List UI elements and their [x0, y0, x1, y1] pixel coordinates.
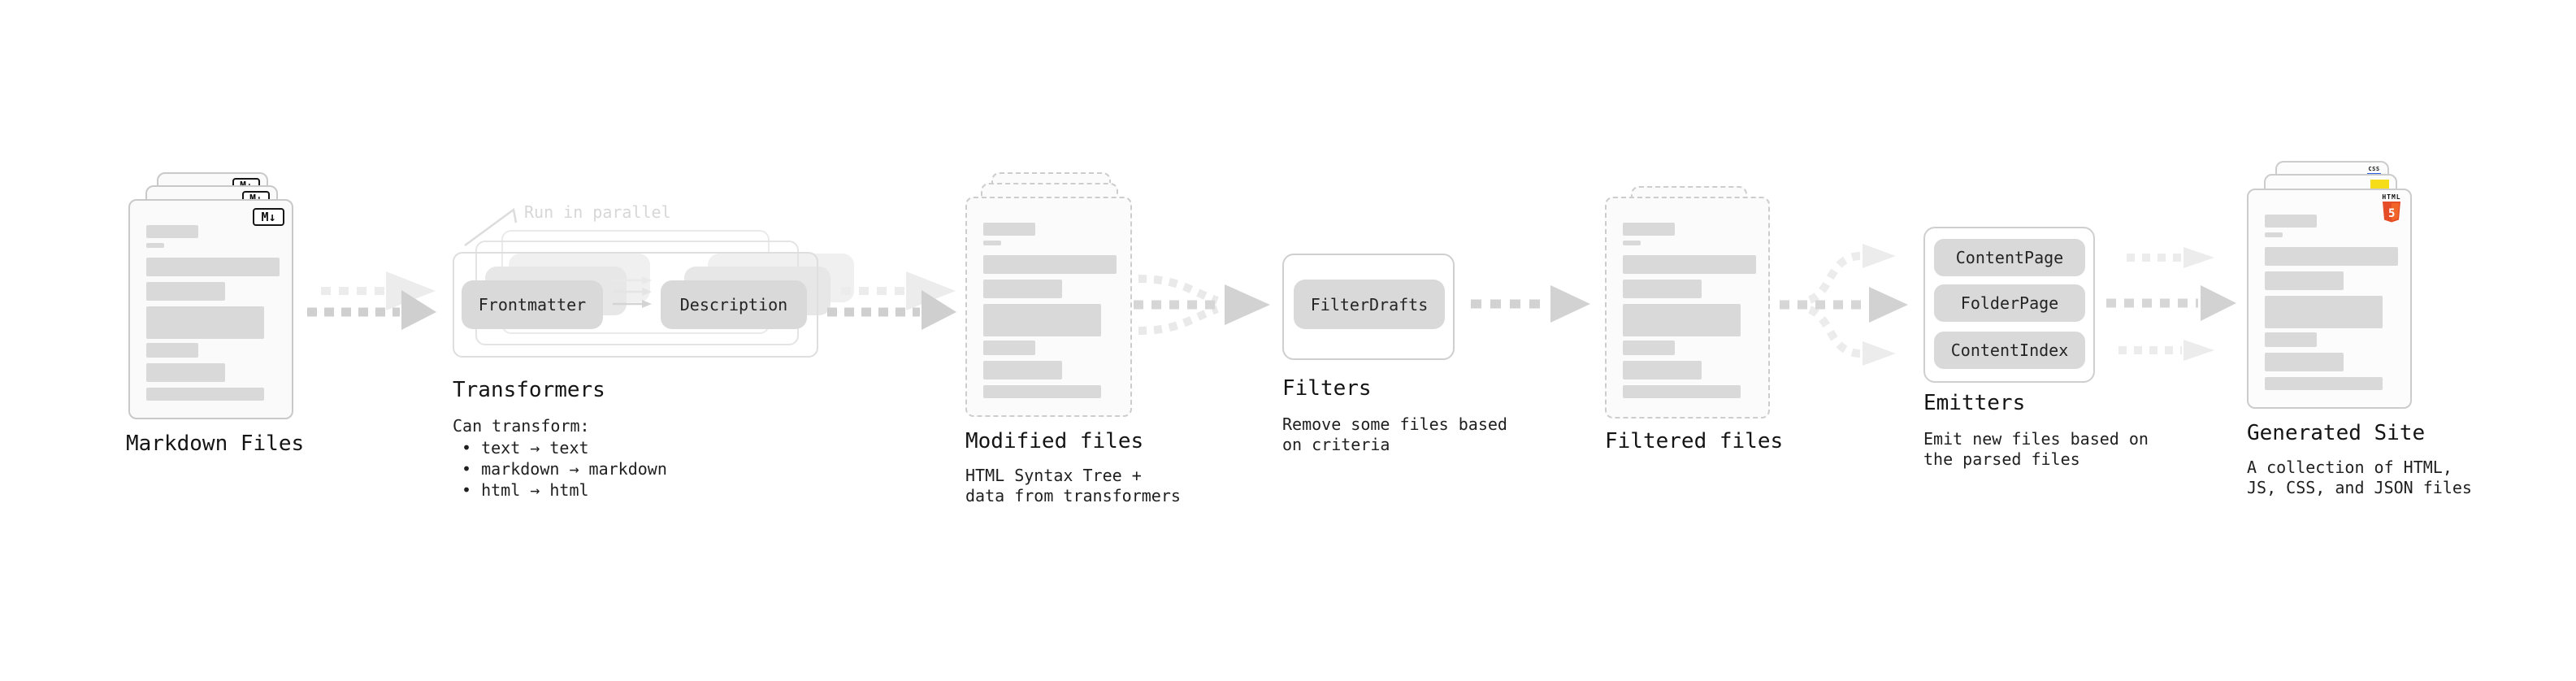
skeleton-text-bar	[146, 363, 225, 382]
modified-files-desc: HTML Syntax Tree + data from transformer…	[965, 466, 1181, 506]
flow-arrow-transformers-to-modified	[827, 271, 956, 330]
markdown-files-label: Markdown Files	[126, 432, 305, 456]
flow-arrow-filtered-to-emitters	[1780, 244, 1908, 366]
modified-files-label: Modified files	[965, 429, 1144, 453]
emitter-pill-folderpage: FolderPage	[1934, 284, 2085, 322]
skeleton-text-bar	[983, 304, 1101, 336]
skeleton-text-bar	[146, 306, 264, 339]
site-file-card-html: HTML 5	[2247, 189, 2412, 409]
skeleton-text-bar	[1623, 340, 1675, 355]
skeleton-text-bar	[146, 388, 264, 401]
skeleton-text-bar	[983, 223, 1035, 236]
skeleton-text-bar	[146, 282, 225, 301]
desc-line: JS, CSS, and JSON files	[2247, 478, 2472, 497]
desc-line: on criteria	[1282, 435, 1390, 454]
skeleton-text-bar	[146, 243, 164, 248]
emitters-desc: Emit new files based on the parsed files	[1923, 429, 2149, 470]
parallel-run-arrows	[613, 276, 652, 308]
filter-pill-filterdrafts: FilterDrafts	[1294, 280, 1445, 329]
skeleton-text-bar	[2265, 247, 2398, 266]
skeleton-text-bar	[1623, 241, 1641, 245]
skeleton-text-bar	[2265, 271, 2344, 290]
desc-line: the parsed files	[1923, 449, 2080, 469]
skeleton-text-bar	[983, 361, 1062, 380]
desc-line: data from transformers	[965, 486, 1181, 505]
filters-label: Filters	[1282, 376, 1372, 401]
modified-file-card-front	[965, 197, 1132, 417]
annotation-leader-line	[464, 207, 518, 247]
filtered-files-label: Filtered files	[1605, 429, 1784, 453]
skeleton-text-bar	[2265, 377, 2383, 390]
desc-line: A collection of HTML,	[2247, 458, 2452, 477]
skeleton-text-bar	[983, 385, 1101, 398]
skeleton-text-bar	[983, 241, 1001, 245]
transformers-label: Transformers	[453, 378, 605, 402]
desc-line: Remove some files based	[1282, 414, 1507, 434]
skeleton-text-bar	[2265, 232, 2283, 237]
css-icon-label: CSS	[2368, 166, 2380, 172]
transformer-pill-frontmatter: Frontmatter	[462, 280, 603, 329]
bullet-item: • html → html	[462, 480, 589, 500]
emitter-pill-contentindex: ContentIndex	[1934, 332, 2085, 369]
skeleton-text-bar	[983, 280, 1062, 298]
js-icon	[2370, 180, 2389, 189]
flow-arrow-modified-to-filters	[1134, 275, 1270, 335]
skeleton-text-bar	[1623, 280, 1702, 298]
skeleton-text-bar	[2265, 332, 2317, 347]
emitters-label: Emitters	[1923, 391, 2026, 415]
emitter-pill-contentpage: ContentPage	[1934, 239, 2085, 276]
skeleton-text-bar	[983, 255, 1117, 274]
html5-icon-label: HTML	[2382, 193, 2401, 201]
generated-site-label: Generated Site	[2247, 421, 2426, 445]
generated-site-desc: A collection of HTML, JS, CSS, and JSON …	[2247, 458, 2472, 498]
skeleton-text-bar	[2265, 296, 2383, 328]
filters-desc: Remove some files based on criteria	[1282, 414, 1507, 455]
flow-arrow-markdown-to-transformers	[307, 271, 436, 330]
markdown-icon: M↓	[253, 208, 284, 226]
filtered-file-card-front	[1605, 197, 1770, 419]
skeleton-text-bar	[2265, 353, 2344, 371]
skeleton-text-bar	[1623, 361, 1702, 380]
desc-line: HTML Syntax Tree +	[965, 466, 1142, 485]
flow-arrow-emitters-to-site	[2106, 247, 2236, 361]
transformers-intro: Can transform:	[453, 416, 590, 436]
transformers-bullet-list: • text → text • markdown → markdown • ht…	[462, 437, 667, 501]
bullet-item: • text → text	[462, 438, 589, 458]
flow-arrow-filters-to-filtered	[1471, 285, 1590, 323]
skeleton-text-bar	[146, 225, 198, 238]
svg-text:5: 5	[2388, 207, 2395, 220]
transformer-layer-front	[453, 252, 818, 358]
skeleton-text-bar	[1623, 304, 1741, 336]
skeleton-text-bar	[983, 340, 1035, 355]
skeleton-text-bar	[2265, 215, 2317, 228]
skeleton-text-bar	[1623, 255, 1756, 274]
skeleton-text-bar	[1623, 385, 1741, 398]
bullet-item: • markdown → markdown	[462, 459, 667, 479]
run-in-parallel-annotation: Run in parallel	[524, 202, 671, 222]
transformer-pill-description: Description	[661, 280, 807, 329]
html5-icon: HTML 5	[2382, 194, 2401, 223]
desc-line: Emit new files based on	[1923, 429, 2149, 449]
markdown-file-card-front: M↓	[128, 199, 293, 419]
skeleton-text-bar	[1623, 223, 1675, 236]
skeleton-text-bar	[146, 258, 280, 276]
skeleton-text-bar	[146, 343, 198, 358]
